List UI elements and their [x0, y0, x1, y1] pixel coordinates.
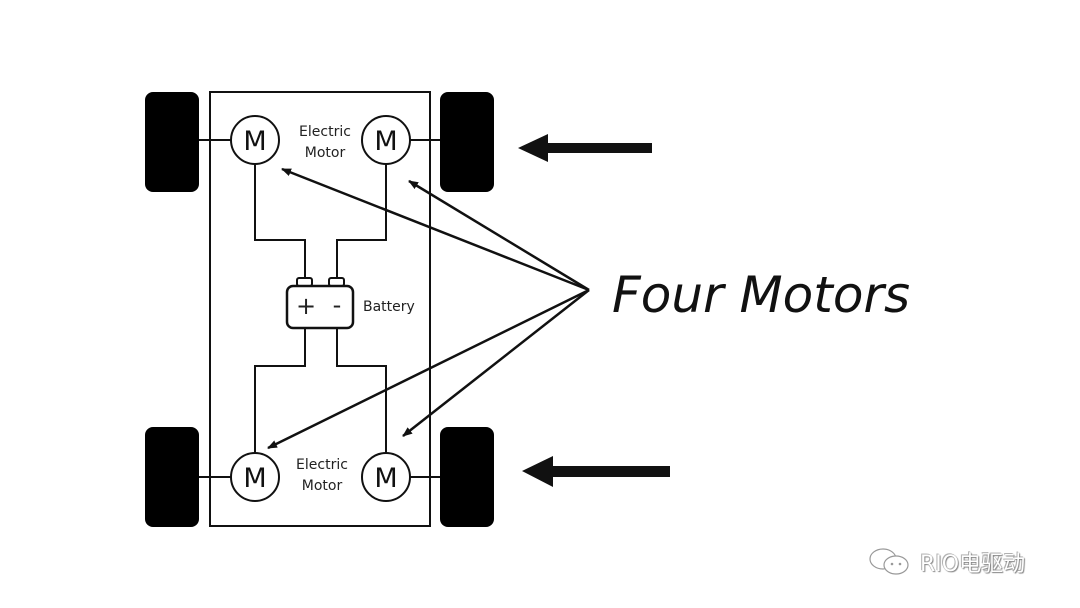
- battery-minus-sign: -: [333, 291, 342, 319]
- watermark: RIO电驱动: [868, 546, 1025, 578]
- bottom-motor-label-line1: Electric: [296, 457, 348, 473]
- top-motor-label-line2: Motor: [305, 145, 346, 161]
- pointer-arrow-front-right: [408, 179, 590, 292]
- chassis-frame: [209, 91, 431, 527]
- battery-label: Battery: [363, 299, 415, 315]
- wheel-front-right: [440, 92, 494, 192]
- motor-rear-left: M: [230, 452, 280, 502]
- wechat-icon: [869, 548, 909, 575]
- motor-front-left: M: [230, 115, 280, 165]
- direction-arrow-rear: [522, 456, 670, 487]
- wheel-front-left: [145, 92, 199, 192]
- motor-symbol: M: [243, 126, 266, 157]
- wiring: [254, 164, 387, 453]
- watermark-text: RIO电驱动: [920, 552, 1026, 577]
- battery-plus-sign: +: [296, 292, 316, 320]
- wheel-rear-right: [440, 427, 494, 527]
- pointer-arrow-front-left: [281, 167, 590, 292]
- motor-symbol: M: [243, 463, 266, 494]
- top-motor-label-line1: Electric: [299, 124, 351, 140]
- direction-arrow-front: [518, 134, 652, 162]
- battery-body: [285, 284, 355, 330]
- pointer-arrow-rear-right: [402, 289, 590, 437]
- motor-front-right: M: [361, 115, 411, 165]
- bottom-motor-label-line2: Motor: [302, 478, 343, 494]
- motor-symbol: M: [374, 463, 397, 494]
- diagram-title: Four Motors: [612, 266, 910, 324]
- pointer-arrow-rear-left: [267, 288, 590, 450]
- wheel-rear-left: [145, 427, 199, 527]
- battery: + -: [285, 277, 355, 330]
- motor-rear-right: M: [361, 452, 411, 502]
- motor-symbol: M: [374, 126, 397, 157]
